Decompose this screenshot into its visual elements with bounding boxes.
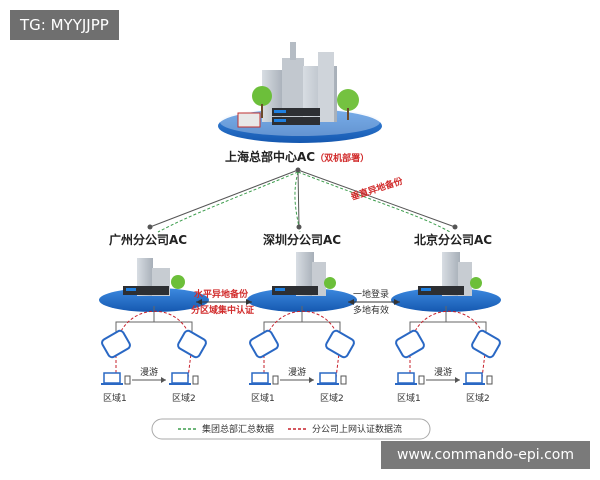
laptop-icon xyxy=(103,372,121,384)
laptop-icon xyxy=(251,372,269,384)
login-note-2: 多地有效 xyxy=(353,304,389,316)
horizontal-backup-arrow xyxy=(196,299,252,305)
phone-icon xyxy=(192,375,199,385)
zone1-guangzhou: 区域1 xyxy=(103,392,127,404)
legend-red-label: 分公司上网认证数据流 xyxy=(312,423,402,435)
zone2-beijing: 区域2 xyxy=(466,392,490,404)
roam-label-guangzhou: 漫游 xyxy=(140,366,158,378)
phone-icon xyxy=(486,375,493,385)
watermark-url: www.commando-epi.com xyxy=(381,441,590,469)
branch-aps-shenzhen xyxy=(249,306,355,385)
phone-icon xyxy=(272,375,279,385)
roam-label-shenzhen: 漫游 xyxy=(288,366,306,378)
laptop-icon xyxy=(171,372,189,384)
horizontal-backup-label-2: 分区域集中认证 xyxy=(191,304,254,316)
laptop-icon xyxy=(465,372,483,384)
phone-icon xyxy=(340,375,347,385)
access-point-icon xyxy=(177,329,207,359)
branch-title-beijing: 北京分公司AC xyxy=(414,232,492,247)
login-note-1: 一地登录 xyxy=(353,288,389,300)
branch-site-beijing xyxy=(391,252,501,312)
zone1-beijing: 区域1 xyxy=(397,392,421,404)
phone-icon xyxy=(418,375,425,385)
laptop-icon xyxy=(319,372,337,384)
branch-aps-beijing xyxy=(395,306,501,385)
zone2-shenzhen: 区域2 xyxy=(320,392,344,404)
zone2-guangzhou: 区域2 xyxy=(172,392,196,404)
roam-label-beijing: 漫游 xyxy=(434,366,452,378)
branch-title-guangzhou: 广州分公司AC xyxy=(109,232,187,247)
tag-label: TG: MYYJJPP xyxy=(10,10,119,40)
hq-links xyxy=(147,167,458,233)
branch-aps-guangzhou xyxy=(101,306,207,385)
branch-site-shenzhen xyxy=(247,252,357,312)
zone1-shenzhen: 区域1 xyxy=(251,392,275,404)
hq-title: 上海总部中心AC（双机部署） xyxy=(225,149,369,164)
laptop-icon xyxy=(397,372,415,384)
access-point-icon xyxy=(249,329,279,359)
login-arrow xyxy=(348,299,400,305)
horizontal-backup-label-1: 水平异地备份 xyxy=(194,288,249,300)
access-point-icon xyxy=(395,329,425,359)
hq-site-illustration xyxy=(218,42,382,143)
access-point-icon xyxy=(471,329,501,359)
access-point-icon xyxy=(101,329,131,359)
branch-title-shenzhen: 深圳分公司AC xyxy=(263,232,341,247)
branch-site-guangzhou xyxy=(99,258,209,312)
legend-green-label: 集团总部汇总数据 xyxy=(202,423,274,435)
legend xyxy=(151,418,431,440)
phone-icon xyxy=(124,375,131,385)
access-point-icon xyxy=(325,329,355,359)
